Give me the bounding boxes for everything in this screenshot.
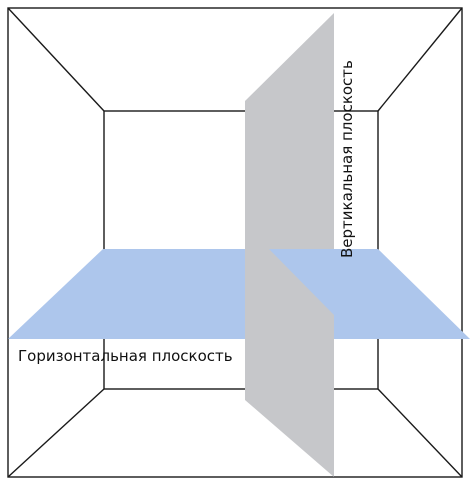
horizontal-plane [8,249,470,339]
corner-edge-bottom-left [7,388,105,478]
vertical-plane-label: Вертикальная плоскость [338,60,356,258]
vertical-plane-intersection-wedge [245,249,334,339]
corner-edge-top-right [377,7,463,112]
outer-frame [7,7,463,478]
vertical-plane [245,13,334,477]
corner-edge-bottom-right [377,388,463,478]
corner-edge-top-left [7,7,105,112]
horizontal-plane-label: Горизонтальная плоскость [18,347,233,365]
